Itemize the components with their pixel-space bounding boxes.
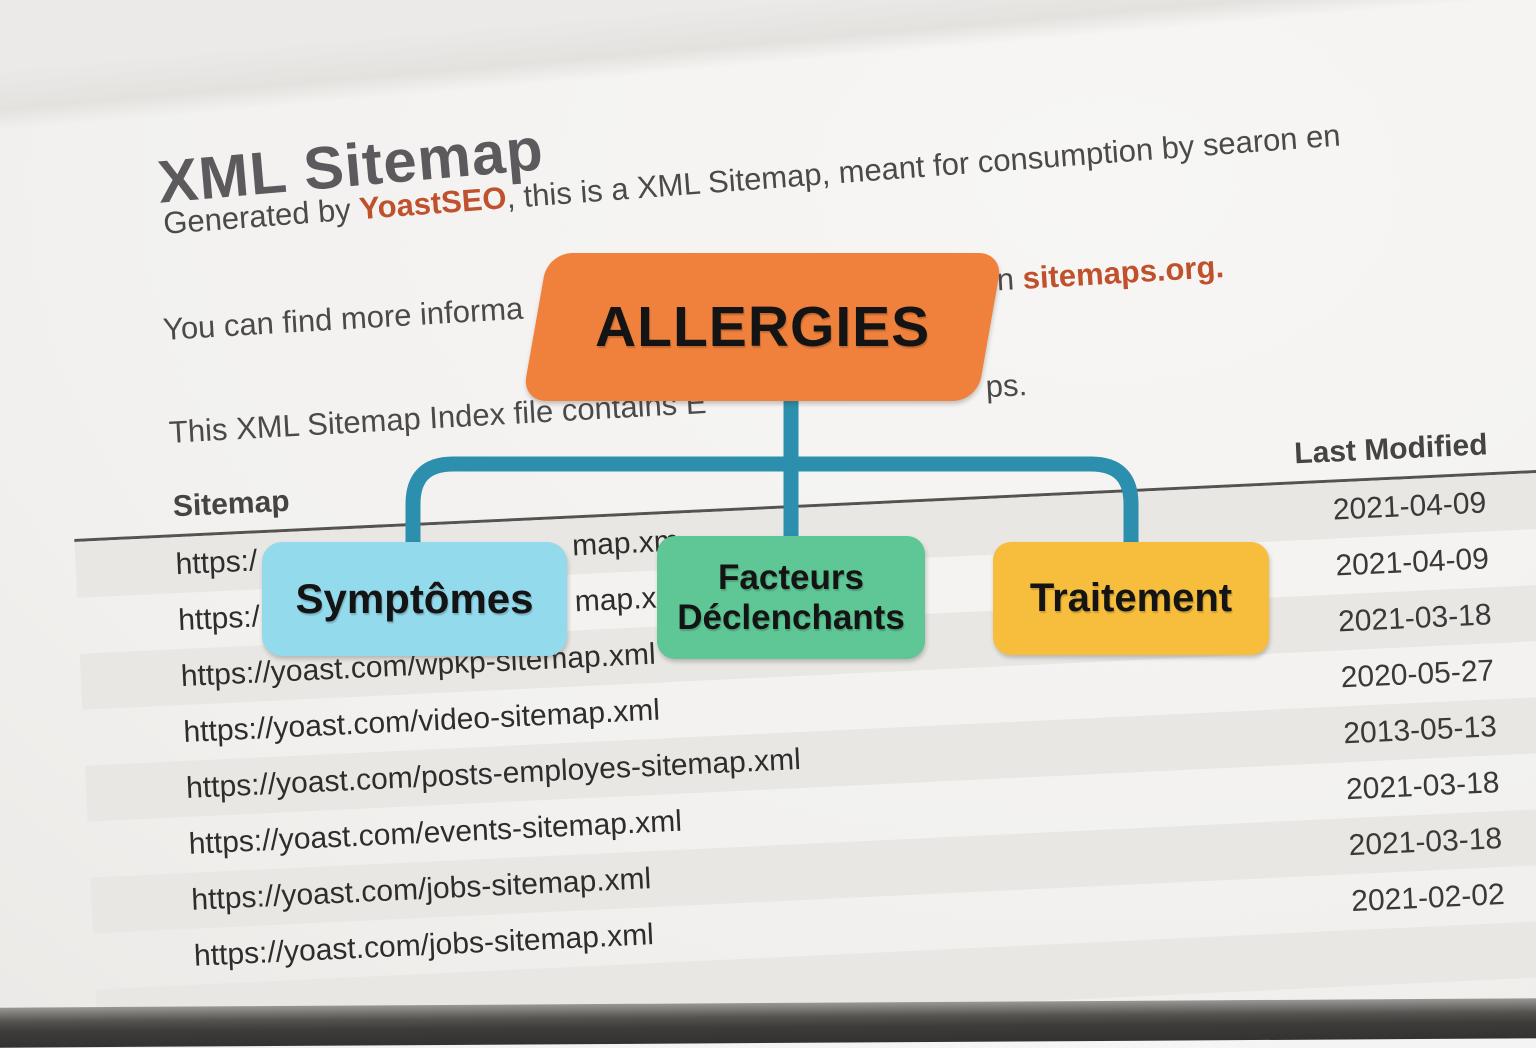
diagram-connectors [405, 396, 1139, 552]
connector-bracket-line [405, 456, 1139, 552]
photo-bottom-edge [0, 998, 1536, 1048]
